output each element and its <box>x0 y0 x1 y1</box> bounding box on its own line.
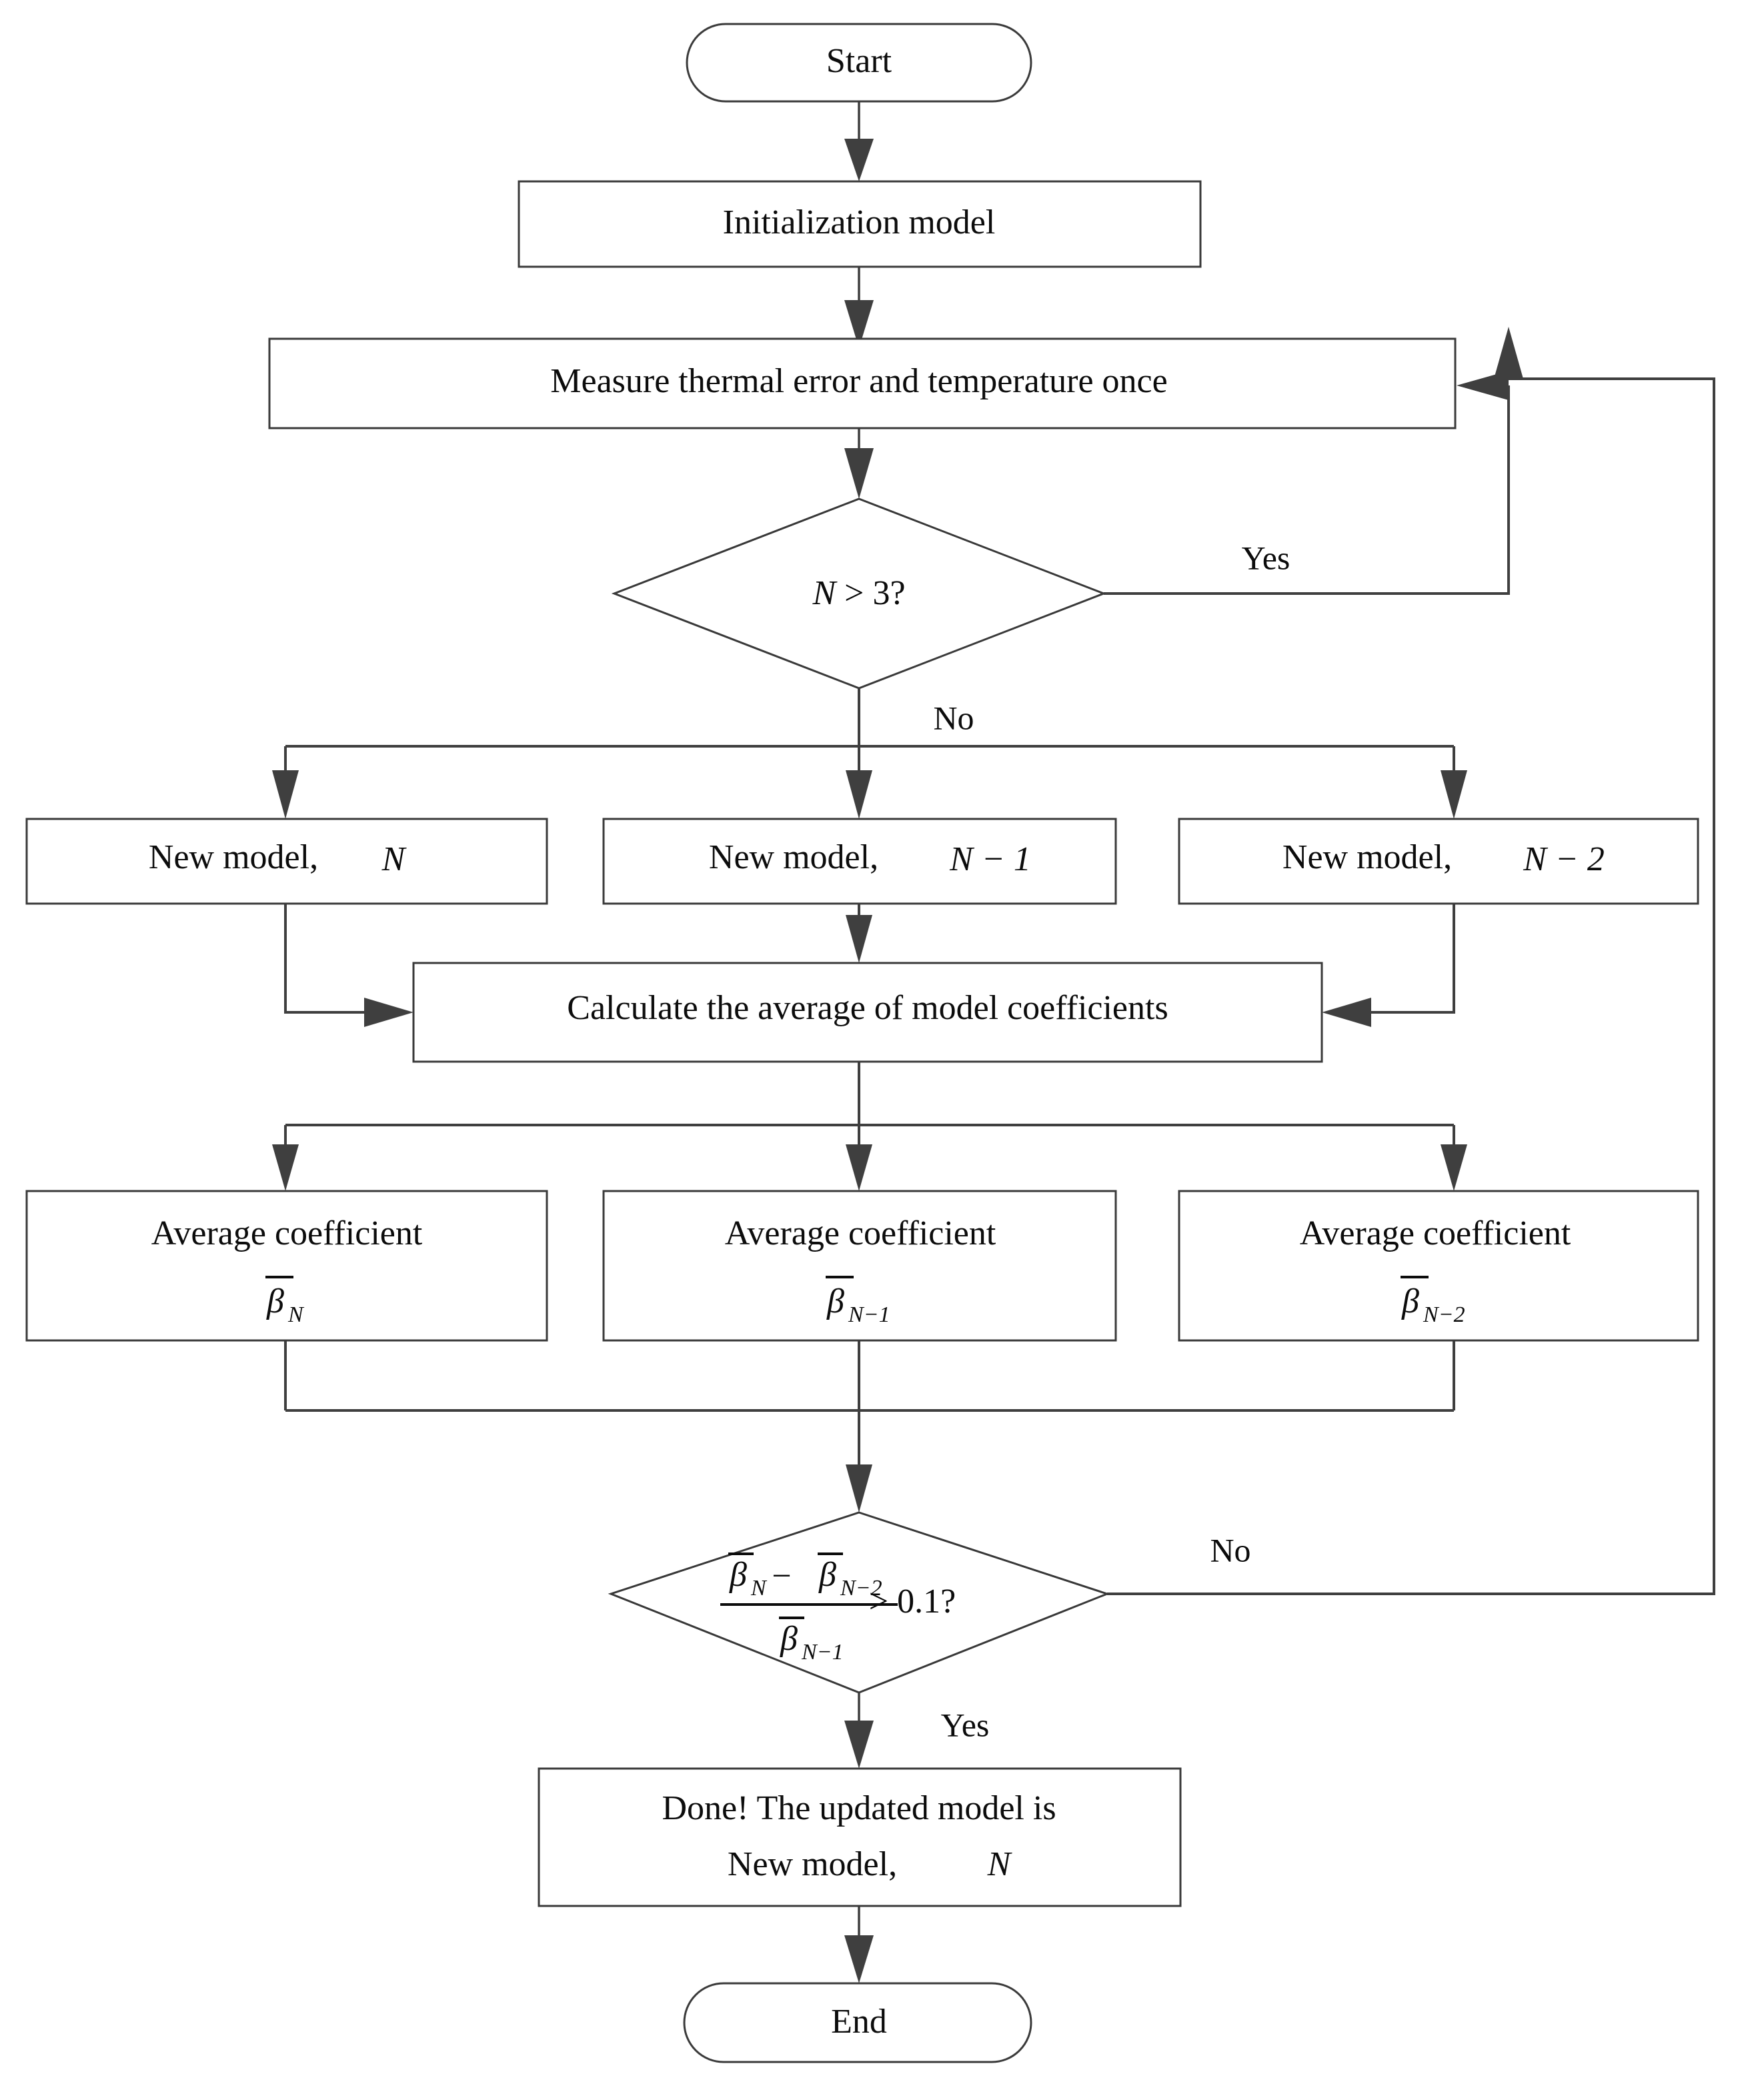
edge-init-to-measure <box>844 267 874 348</box>
edge-decision-n-no-branch <box>272 688 1467 819</box>
node-calculate-average[interactable]: Calculate the average of model coefficie… <box>412 962 1323 1063</box>
node-avg-coef-n-label: Average coefficient <box>151 1214 423 1252</box>
edge-avg-merge-to-decision-beta <box>284 1340 1455 1512</box>
node-measure-label: Measure thermal error and temperature on… <box>550 362 1167 400</box>
node-end-label: End <box>831 2003 887 2041</box>
edge-label-decision-n-no: No <box>933 699 974 736</box>
node-new-model-n[interactable]: New model, N <box>25 818 548 905</box>
edge-calc-to-avg-branch <box>272 1062 1467 1191</box>
node-average-coefficient-n[interactable]: Average coefficient β N <box>25 1190 548 1342</box>
node-measure-thermal-error[interactable]: Measure thermal error and temperature on… <box>268 337 1457 429</box>
edge-start-to-init <box>844 101 874 181</box>
edge-label-decision-beta-no: No <box>1210 1531 1250 1569</box>
avg-coef-n2-beta: β <box>1401 1282 1419 1320</box>
decision-beta-comparison: > 0.1? <box>869 1583 956 1621</box>
node-decision-n-gt-3[interactable]: N > 3? <box>611 497 1107 690</box>
node-calc-avg-label: Calculate the average of model coefficie… <box>567 989 1168 1027</box>
node-average-coefficient-n-minus-2[interactable]: Average coefficient β N−2 <box>1178 1190 1699 1342</box>
node-new-model-n-minus-1[interactable]: New model, N − 1 <box>602 818 1117 905</box>
decision-n-operator: > 3? <box>836 574 905 612</box>
node-initialization-model[interactable]: Initialization model <box>518 180 1202 268</box>
edge-newmodel-n2-to-calc <box>1322 904 1455 1027</box>
node-new-model-n-sub: N <box>381 840 407 878</box>
node-decision-beta-ratio[interactable]: β N − β N−2 β N−1 > 0.1? <box>608 1511 1110 1694</box>
edge-done-to-end <box>844 1906 874 1983</box>
node-new-model-n2-label: New model, <box>1282 838 1452 876</box>
node-avg-coef-n1-symbol: β N−1 <box>826 1276 890 1327</box>
node-done-sub: N <box>987 1845 1013 1883</box>
decision-beta-num-beta2: β <box>818 1556 836 1594</box>
node-avg-coef-n-symbol: β N <box>265 1276 305 1327</box>
node-done-line1: Done! The updated model is <box>662 1789 1056 1827</box>
node-done-updated-model[interactable]: Done! The updated model is New model, N <box>538 1767 1182 1907</box>
node-init-label: Initialization model <box>723 203 996 241</box>
edge-newmodel-n1-to-calc <box>846 904 872 963</box>
node-done-line2: New model, <box>728 1845 897 1883</box>
edge-decision-beta-yes-to-done <box>844 1693 874 1769</box>
edge-label-decision-n-yes: Yes <box>1242 539 1290 576</box>
avg-coef-n2-subscript: N−2 <box>1423 1302 1465 1327</box>
node-avg-coef-n2-label: Average coefficient <box>1300 1214 1571 1252</box>
node-new-model-n-minus-2[interactable]: New model, N − 2 <box>1178 818 1699 905</box>
node-new-model-n-label: New model, <box>149 838 318 876</box>
avg-coef-n1-subscript: N−1 <box>848 1302 890 1327</box>
node-start-label: Start <box>826 42 892 80</box>
node-new-model-n1-sub: N − 1 <box>949 840 1031 878</box>
avg-coef-n-beta: β <box>266 1282 284 1320</box>
node-avg-coef-n2-symbol: β N−2 <box>1401 1276 1465 1327</box>
node-decision-n-label: N > 3? <box>812 574 905 612</box>
node-end[interactable]: End <box>683 1982 1032 2063</box>
decision-beta-den-sub: N−1 <box>801 1640 844 1665</box>
edge-label-decision-beta-yes: Yes <box>941 1706 990 1743</box>
node-average-coefficient-n-minus-1[interactable]: Average coefficient β N−1 <box>602 1190 1117 1342</box>
decision-beta-num-sub2: N−2 <box>840 1576 882 1601</box>
decision-beta-num-sub1: N <box>750 1576 768 1601</box>
decision-beta-den-beta: β <box>780 1620 798 1658</box>
decision-beta-num-beta1: β <box>729 1556 747 1594</box>
edge-decision-beta-no-loop <box>1107 327 1715 1595</box>
node-avg-coef-n1-label: Average coefficient <box>725 1214 996 1252</box>
decision-beta-num-minus: − <box>772 1557 791 1595</box>
avg-coef-n-subscript: N <box>287 1302 305 1327</box>
edge-measure-to-decision-n <box>844 428 874 499</box>
edge-newmodel-n-to-calc <box>284 904 413 1027</box>
node-new-model-n1-label: New model, <box>709 838 878 876</box>
decision-beta-denominator: β N−1 <box>779 1617 844 1665</box>
node-new-model-n2-sub: N − 2 <box>1523 840 1605 878</box>
node-start[interactable]: Start <box>686 23 1032 103</box>
decision-n-variable: N <box>812 574 838 612</box>
decision-beta-numerator: β N − β N−2 <box>728 1552 882 1601</box>
avg-coef-n1-beta: β <box>826 1282 844 1320</box>
